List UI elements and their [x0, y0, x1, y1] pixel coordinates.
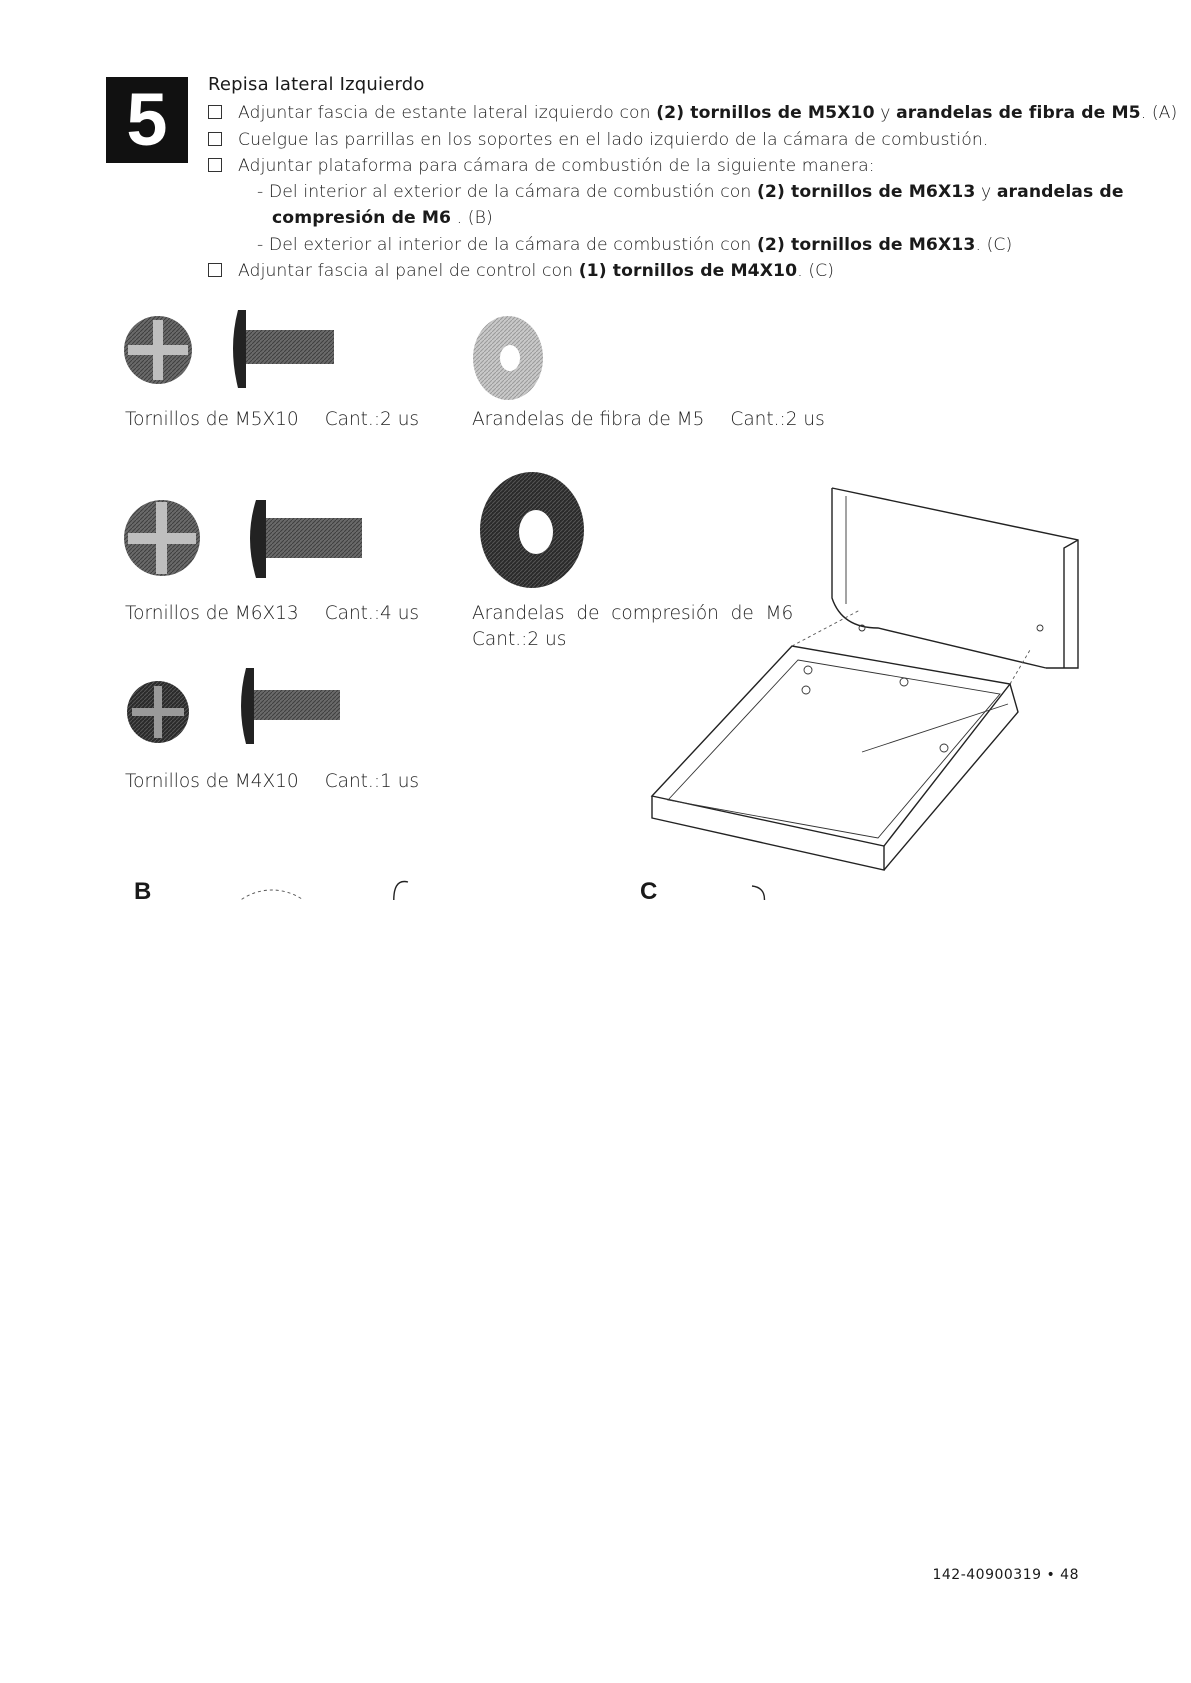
instruction-3b: - Del exterior al interior de la cámara …	[257, 235, 1013, 255]
figure-b-label: B	[134, 878, 152, 905]
m6x13-screw-head-icon	[124, 500, 200, 576]
instruction-2: Cuelgue las parrillas en los soportes en…	[208, 130, 988, 150]
part-label-m6-washer: Arandelas de compresión de M6	[472, 603, 794, 624]
page-number: 142-40900319 • 48	[932, 1567, 1079, 1583]
m4x10-screw-side-icon	[241, 668, 340, 744]
checkbox-icon	[208, 132, 222, 146]
figure-b-grill-diagram	[239, 880, 409, 900]
step-title: Repisa lateral Izquierdo	[208, 74, 425, 95]
step-number-badge: 5	[106, 77, 188, 163]
m5-fiber-washer-icon	[473, 316, 543, 400]
instruction-1: Adjuntar fascia de estante lateral izqui…	[208, 103, 1177, 123]
part-qty-m6-washer: Cant.:2 us	[472, 629, 567, 650]
checkbox-icon	[208, 158, 222, 172]
m6x13-screw-side-icon	[250, 500, 362, 578]
checkbox-icon	[208, 105, 222, 119]
m5x10-screw-head-icon	[124, 316, 192, 384]
figure-a-side-shelf-diagram	[650, 487, 1079, 871]
instruction-3a-cont: compresión de M6 . (B)	[272, 208, 493, 228]
figure-c-label: C	[640, 878, 658, 905]
m6-compression-washer-icon	[480, 472, 584, 588]
instruction-3a: - Del interior al exterior de la cámara …	[257, 182, 1124, 202]
parts-illustrations	[124, 310, 1079, 900]
m5x10-screw-side-icon	[233, 310, 334, 388]
checkbox-icon	[208, 263, 222, 277]
instruction-3: Adjuntar plataforma para cámara de combu…	[208, 156, 875, 176]
instruction-4: Adjuntar fascia al panel de control con …	[208, 261, 834, 281]
m4x10-screw-head-icon	[127, 681, 189, 743]
figure-c-grill-diagram	[751, 885, 766, 900]
